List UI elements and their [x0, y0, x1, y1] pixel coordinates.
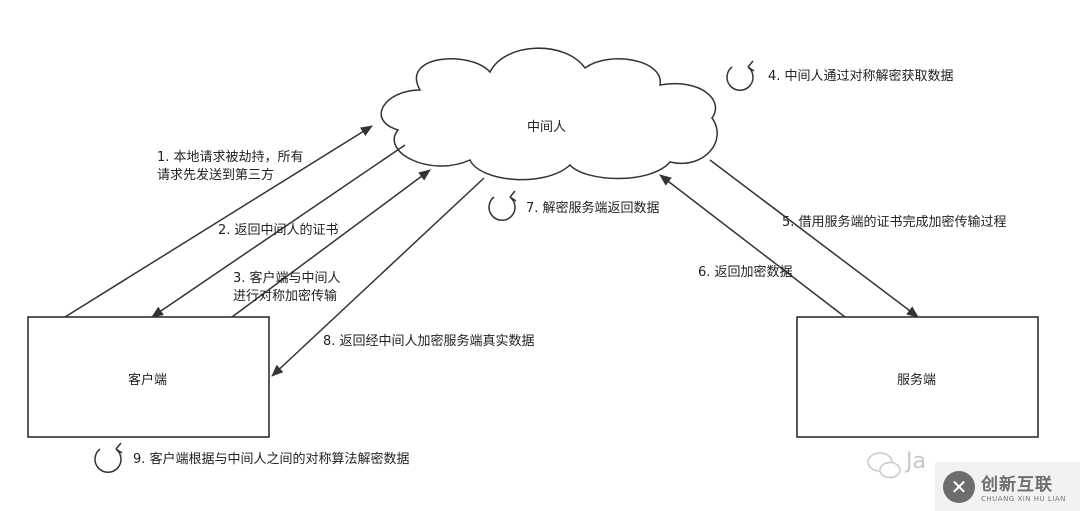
- step-3-line-1: 3. 客户端与中间人: [233, 271, 341, 286]
- arrow-6-server-to-cloud: [659, 174, 846, 318]
- step-3-label: 3. 客户端与中间人 进行对称加密传输: [233, 270, 341, 306]
- loop-icon: [94, 442, 123, 473]
- arrow-3-client-to-cloud: [231, 169, 431, 318]
- client-box: [27, 316, 270, 438]
- arrow-2-cloud-to-client: [151, 144, 406, 318]
- brand-logo: ✕ 创新互联 CHUANG XIN HU LIAN: [935, 462, 1080, 511]
- brand-logo-texts: 创新互联 CHUANG XIN HU LIAN: [981, 470, 1066, 503]
- arrow-5-cloud-to-server: [709, 159, 919, 318]
- watermark-text: Ja: [906, 449, 926, 474]
- step-8-label: 8. 返回经中间人加密服务端真实数据: [323, 334, 535, 349]
- loop-icon: [726, 60, 755, 91]
- loop-icon: [488, 190, 517, 221]
- arrow-1-client-to-cloud: [64, 125, 373, 318]
- server-box: [796, 316, 1039, 438]
- step-1-label: 1. 本地请求被劫持，所有 请求先发送到第三方: [157, 149, 304, 185]
- cloud-shape: [380, 47, 718, 181]
- step-1-line-2: 请求先发送到第三方: [157, 168, 275, 183]
- brand-logo-icon: ✕: [943, 470, 975, 503]
- cloud-label: 中间人: [527, 120, 567, 135]
- wechat-icon: [867, 452, 901, 479]
- arrow-8-cloud-to-client: [271, 177, 485, 377]
- step-9-label: 9. 客户端根据与中间人之间的对称算法解密数据: [133, 452, 410, 467]
- step-2-label: 2. 返回中间人的证书: [218, 223, 339, 238]
- step-1-line-1: 1. 本地请求被劫持，所有: [157, 150, 304, 165]
- server-label: 服务端: [897, 373, 937, 388]
- step-4-label: 4. 中间人通过对称解密获取数据: [768, 69, 954, 84]
- step-7-label: 7. 解密服务端返回数据: [526, 201, 660, 216]
- brand-logo-en: CHUANG XIN HU LIAN: [981, 495, 1066, 503]
- brand-logo-cn: 创新互联: [981, 475, 1053, 495]
- client-label: 客户端: [128, 373, 168, 388]
- step-6-label: 6. 返回加密数据: [698, 265, 793, 280]
- step-5-label: 5. 借用服务端的证书完成加密传输过程: [782, 215, 1007, 230]
- step-3-line-2: 进行对称加密传输: [233, 289, 338, 304]
